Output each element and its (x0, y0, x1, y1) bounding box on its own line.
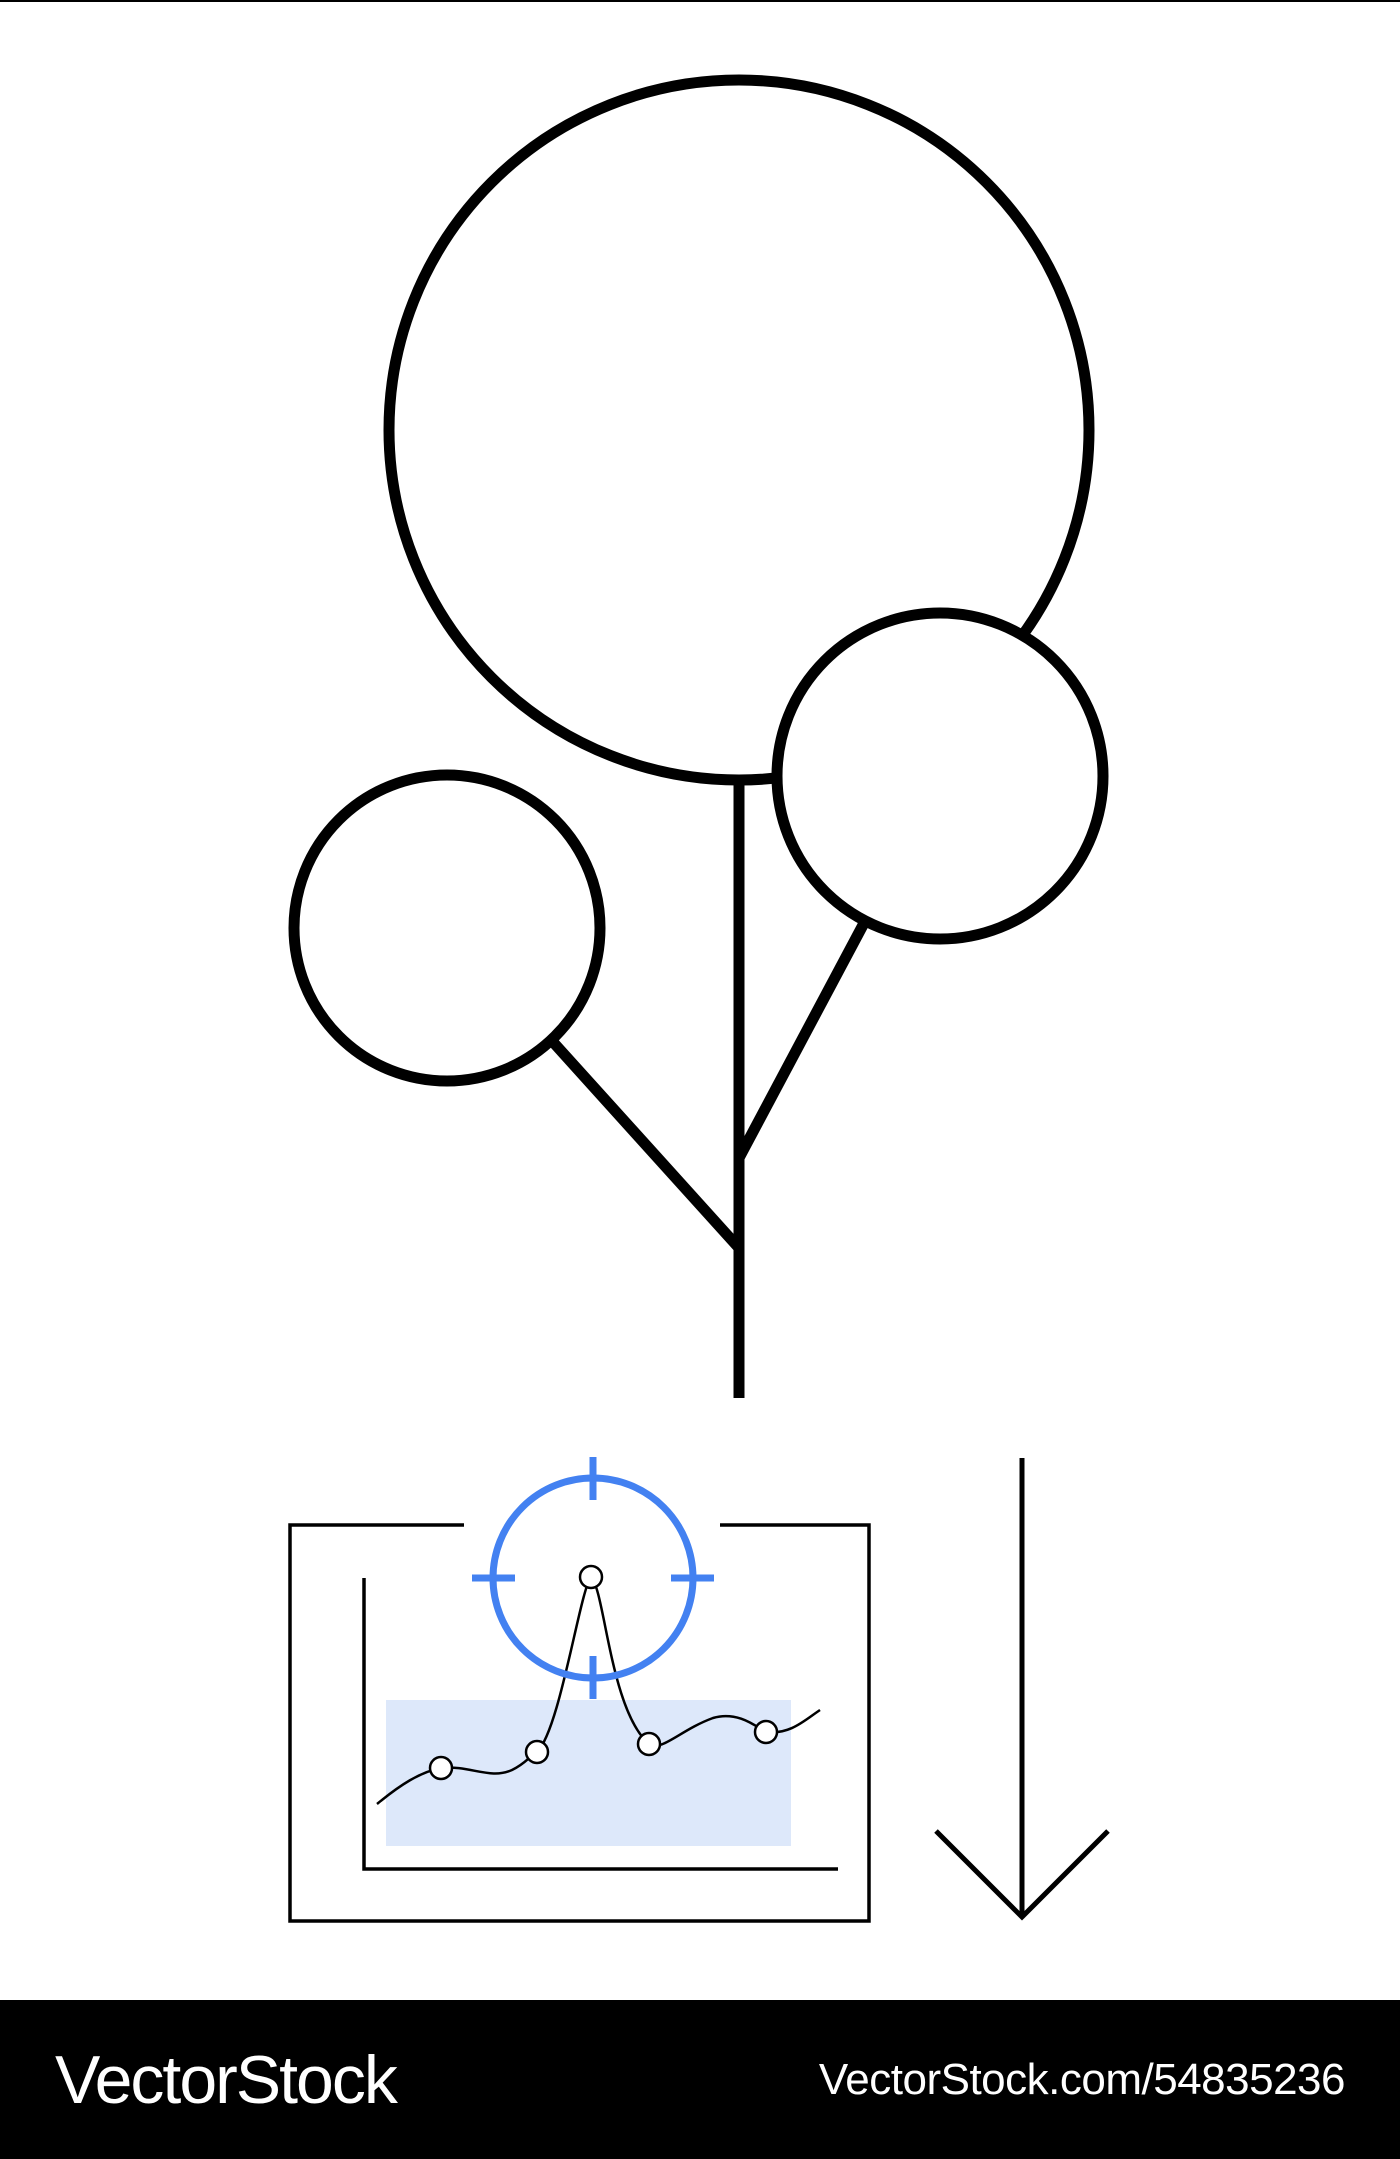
chart-point (428, 1755, 454, 1781)
tree-icon (288, 74, 1109, 1398)
footer-bar: VectorStock VectorStock.com/54835236 (0, 2000, 1400, 2159)
tree-left-crown (288, 769, 606, 1087)
chart-point (753, 1719, 779, 1745)
chart-point (636, 1731, 662, 1757)
crosshair-target-icon (472, 1457, 714, 1699)
tree-left-branch (548, 1038, 744, 1252)
vectorstock-logo: VectorStock (55, 2041, 398, 2118)
tree-right-crown (771, 607, 1109, 945)
chart-point (524, 1739, 550, 1765)
chart-point (578, 1564, 604, 1590)
chart-data-points (428, 1564, 779, 1781)
image-url: VectorStock.com/54835236 (818, 2054, 1346, 2104)
chart-axes (362, 1578, 838, 1871)
chart-outer-frame (288, 1523, 871, 1923)
line-chart-icon (288, 1523, 871, 1923)
arrow-down-icon (934, 1458, 1110, 1921)
illustration (0, 0, 1400, 1923)
chart-highlight-area (386, 1700, 791, 1846)
arrow-head (934, 1829, 1110, 1921)
tree-right-branch (734, 922, 868, 1161)
